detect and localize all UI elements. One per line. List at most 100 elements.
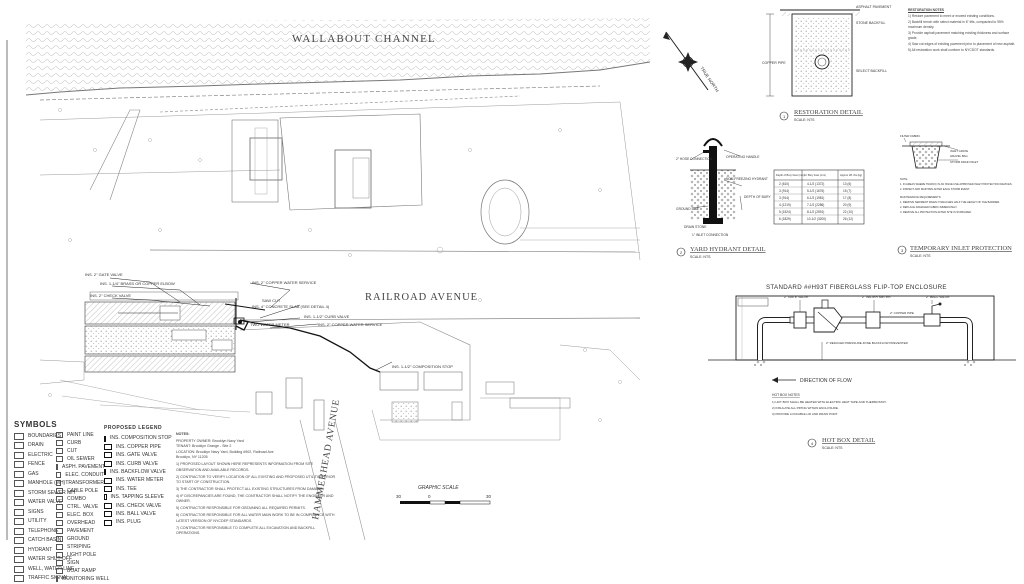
legend-symbol-icon — [14, 489, 24, 497]
table-header-depth: Depth of Bury Feet (mm) — [776, 173, 805, 177]
legend-item: PAVEMENT — [56, 527, 104, 535]
yard-hydrant-title: YARD HYDRANT DETAIL — [690, 246, 766, 253]
legend-symbol-icon — [14, 565, 24, 573]
svg-text:MAINTENANCE REQUIREMENTS:: MAINTENANCE REQUIREMENTS: — [900, 195, 941, 199]
building-metal-container — [334, 149, 372, 209]
legend-item: OVERHEAD — [56, 519, 104, 527]
proposed-item: INS. COPPER PIPE — [104, 443, 164, 451]
legend-item: BOUNDARIES — [14, 432, 75, 442]
proposed-symbol-icon — [104, 502, 112, 509]
callout-copper-service-2: INS. 2" COPPER WATER SERVICE — [318, 322, 383, 327]
table-cell: 5-1/2 (1676) — [807, 189, 824, 193]
legend-symbol-icon — [56, 536, 63, 542]
hydrant-label-inlet: 1" INLET CONNECTION — [692, 233, 729, 237]
table-header-weight: Approx Wt. lbs (kg) — [840, 173, 862, 177]
legend-item: WELL, WATER LINE — [14, 565, 75, 575]
table-cell: 2 (610) — [779, 182, 789, 186]
hot-box-label-pipe: 2" COPPER PIPE — [890, 311, 914, 315]
legend-symbol-icon — [56, 512, 63, 518]
legend-item: WATER SHUT-OFF — [14, 555, 75, 565]
legend-item: ASPH. PAVEMENT — [56, 463, 105, 471]
legend-item: LIGHT POLE — [56, 551, 104, 559]
legend-item: COMBO — [56, 495, 104, 503]
legend-symbol-icon — [14, 451, 24, 459]
hot-box-scale: SCALE: NTS — [822, 446, 843, 450]
legend-item: SIGN — [56, 559, 104, 567]
project-note: 3) THE CONTRACTOR SHALL PROTECT ALL EXIS… — [176, 487, 324, 492]
legend-item: FENCE — [14, 460, 75, 470]
callout-water-meter: TWO WATER METER — [250, 322, 290, 327]
table-cell: 17 (8) — [843, 196, 851, 200]
hydrant-standpipe — [709, 146, 717, 220]
callout-composition-stop: INS. 1-1/2" COMPOSITION STOP — [392, 364, 453, 369]
hydrant-depth-table: Depth of Bury Feet (mm) A= Bury Feet (mm… — [773, 169, 865, 225]
railroad-avenue-edge-north — [149, 249, 641, 253]
hot-box-riser-left — [757, 317, 790, 360]
legend-symbol-icon — [56, 432, 63, 438]
legend-item: UTILITY — [14, 517, 75, 527]
inlet-basin — [911, 145, 941, 169]
proposed-item: INS. CURB VALVE — [104, 460, 164, 468]
legend-symbol-icon — [14, 470, 24, 478]
restoration-label-stone: STONE BACKFILL — [856, 21, 886, 25]
restoration-note: 5) All restoration work shall conform to… — [908, 48, 995, 53]
legend-symbol-icon — [56, 480, 62, 486]
hot-box-enclosure — [735, 295, 995, 361]
hot-box-riser-right — [940, 317, 973, 360]
yard-hydrant-detail: 2" HOSE CONNECTION OPERATING HANDLE GROU… — [676, 138, 865, 259]
notes-header-owner: PROPERTY OWNER: Brooklyn Navy Yard — [176, 439, 244, 443]
legend-item: OIL SEWER — [56, 455, 104, 463]
hot-box-notes-title: HOT BOX NOTES — [772, 393, 801, 397]
copper-pipe-section — [814, 54, 830, 70]
hot-box-label-meter: 2" WATER METER — [862, 295, 891, 299]
symbols-legend-col-2: PAINT LINE CURB CUT OIL SEWER ASPH. PAVE… — [56, 431, 109, 583]
svg-text:3: 3 — [901, 248, 904, 253]
legend-item: WATER VALVE — [14, 498, 75, 508]
inlet-title: TEMPORARY INLET PROTECTION — [910, 245, 1012, 252]
hydrant-label-nonfreeze: NON-FREEZING HYDRANT — [726, 177, 768, 181]
legend-item: CTRL. VALVE — [56, 503, 104, 511]
table-cell: 5 (1524) — [779, 210, 791, 214]
direction-of-flow: DIRECTION OF FLOW — [772, 377, 852, 384]
table-cell: 4 (1219) — [779, 203, 791, 207]
hydrant-label-depth: DEPTH OF BURY — [744, 195, 771, 199]
legend-symbol-icon — [56, 568, 63, 574]
hydrant-label-stone: DRAIN STONE — [684, 225, 707, 229]
legend-symbol-icon — [14, 432, 24, 440]
inlet-label-grate: INLET GRATE — [950, 149, 968, 153]
legend-symbol-icon — [14, 537, 24, 545]
legend-symbol-icon — [14, 518, 24, 526]
hot-box-note-1: 1) HOT BOX SHALL BE HEATED WITH ELECTRIC… — [772, 400, 887, 404]
building-salt-shed — [249, 137, 283, 181]
svg-text:2. INSPECT AND MAINTAIN AFTER: 2. INSPECT AND MAINTAIN AFTER EACH STORM… — [900, 187, 970, 191]
table-cell: 13 (6) — [843, 182, 851, 186]
restoration-title: RESTORATION DETAIL — [794, 109, 863, 116]
callout-check-valve: INS. 2" CHECK VALVE — [90, 293, 131, 298]
legend-item: CABLE POLE — [56, 487, 104, 495]
hot-box-ball-valve — [923, 313, 941, 327]
callout-copper-service-1: INS. 2" COPPER WATER SERVICE — [252, 280, 317, 285]
proposed-symbol-icon — [104, 435, 106, 442]
symbols-legend: SYMBOLS BOUNDARIES DRAIN ELECTRIC FENCE … — [14, 420, 104, 584]
proposed-symbol-icon — [104, 443, 112, 450]
north-label: TRUE NORTH — [699, 66, 720, 93]
legend-item: BOAT RAMP — [56, 567, 104, 575]
legend-item: CUT — [56, 447, 104, 455]
legend-symbol-icon — [56, 560, 63, 566]
hammerhead-avenue-edge — [299, 419, 366, 541]
callout-concrete-slab: INS. 4" CONCRETE SLAB (SEE DETAIL 4) — [252, 304, 330, 309]
hot-box-note-2: 2) INSULATE ALL PIPING WITHIN ENCLOSURE. — [772, 406, 839, 410]
inlet-label-bag: GRAVEL BAG — [950, 154, 968, 158]
callouts — [109, 277, 393, 371]
proposed-legend: PROPOSED LEGEND INS. COMPOSITION STOP IN… — [104, 424, 172, 527]
legend-symbol-icon — [56, 520, 63, 526]
survey-points — [48, 108, 622, 422]
legend-symbol-icon — [56, 488, 63, 494]
shoreline — [25, 61, 651, 96]
table-cell: 4-1/2 (1372) — [807, 182, 824, 186]
hot-box-pipe-run — [789, 316, 941, 324]
proposed-symbol-icon — [104, 452, 112, 459]
proposed-item: INS. PLUG — [104, 518, 164, 526]
restoration-label-select: SELECT BACKFILL — [856, 69, 887, 73]
legend-item: TELEPHONE — [14, 527, 75, 537]
